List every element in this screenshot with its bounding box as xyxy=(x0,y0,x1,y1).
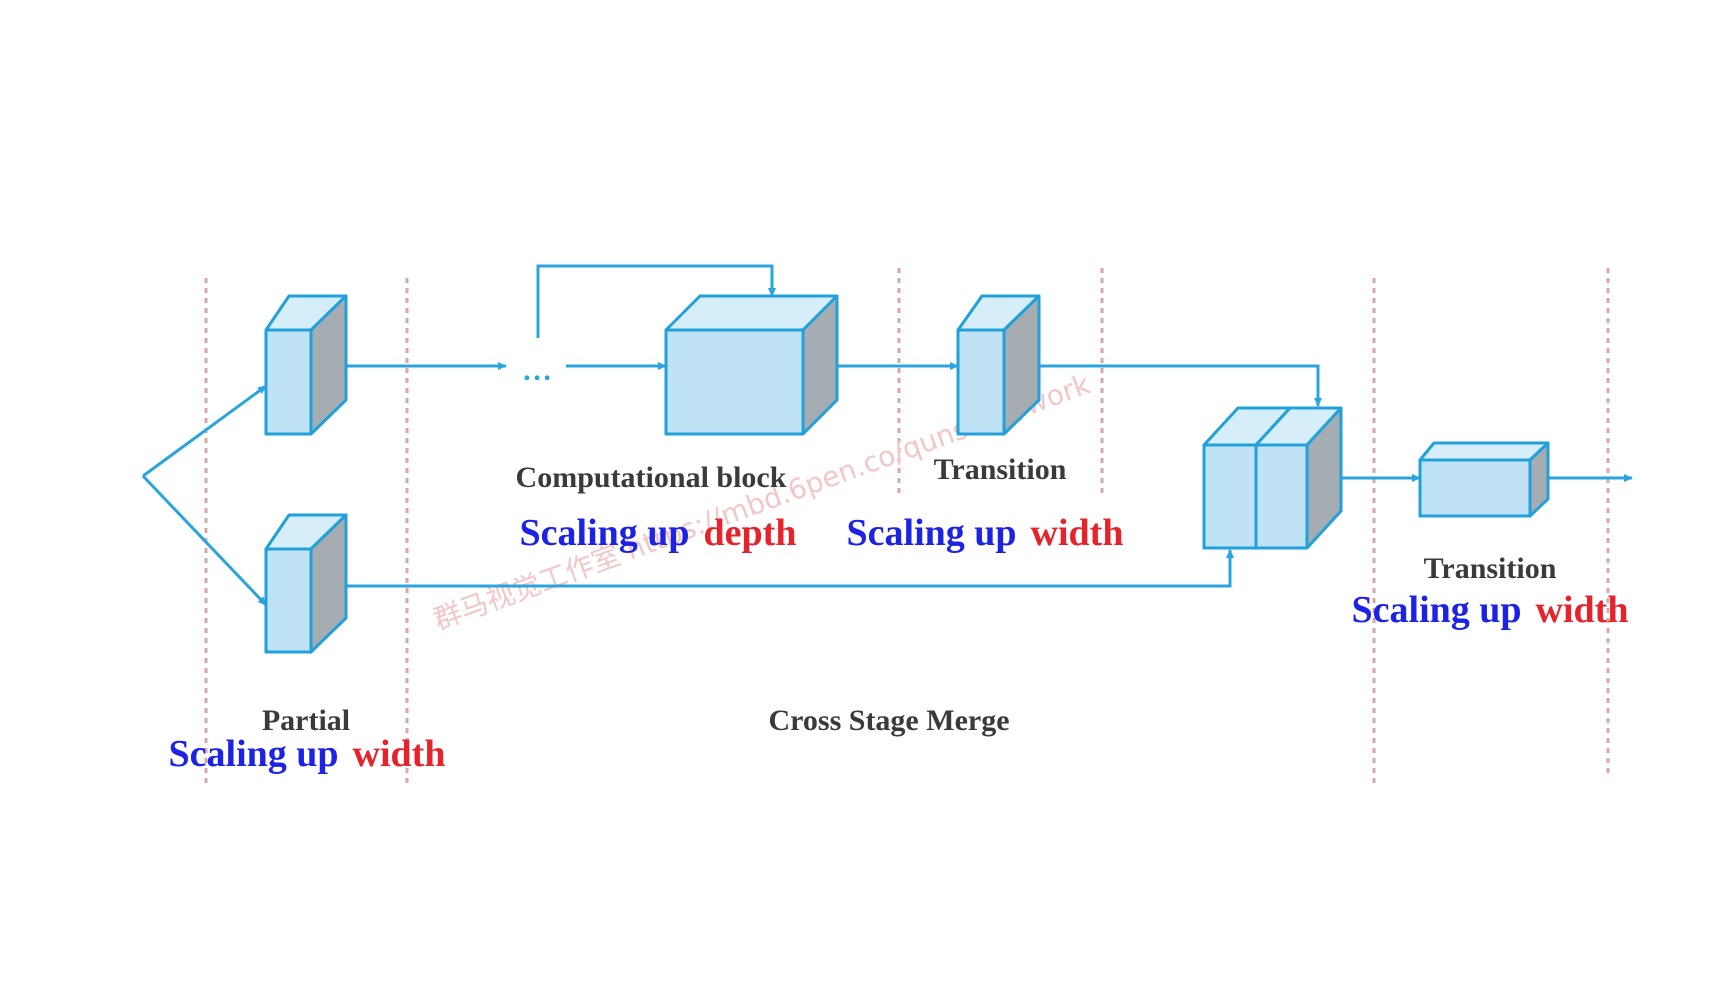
scaling-width-final-caption: Scaling up width xyxy=(1352,589,1629,631)
computational-block-cube xyxy=(664,294,839,436)
split-arrow-top xyxy=(142,384,267,478)
scaling-width-transition-caption: Scaling up width xyxy=(847,512,1124,554)
ellipsis-icon: … xyxy=(522,354,552,387)
scaling-width-transition-prefix: Scaling up xyxy=(847,512,1017,554)
transition-block-2 xyxy=(1418,441,1550,518)
split-arrow-bottom xyxy=(141,474,268,607)
scaling-depth-caption: Scaling up depth xyxy=(520,512,797,554)
scaling-width-final-prefix: Scaling up xyxy=(1352,589,1522,631)
scaling-depth-keyword: depth xyxy=(704,512,797,554)
scaling-width-partial-keyword: width xyxy=(353,733,446,775)
transition-block-1 xyxy=(956,294,1041,436)
partial-label: Partial xyxy=(262,704,350,737)
scaling-width-transition-keyword: width xyxy=(1031,512,1124,554)
arrow-transition-to-merge xyxy=(1020,364,1322,407)
cross-stage-bypass-arrow xyxy=(330,549,1234,588)
transition-label-2: Transition xyxy=(1424,552,1557,585)
scaling-width-final-keyword: width xyxy=(1536,589,1629,631)
cross-stage-merge-label: Cross Stage Merge xyxy=(768,704,1009,737)
merge-block xyxy=(1202,406,1343,550)
blocks xyxy=(264,294,1550,654)
scaling-depth-prefix: Scaling up xyxy=(520,512,690,554)
transition-label-1: Transition xyxy=(934,453,1067,486)
scaling-width-partial-prefix: Scaling up xyxy=(169,733,339,775)
residual-skip-arrow xyxy=(536,264,776,338)
stage-dividers xyxy=(204,268,1610,788)
scaling-width-partial-caption: Scaling up width xyxy=(169,733,446,775)
partial-block-top xyxy=(264,294,348,436)
computational-block-label: Computational block xyxy=(516,461,787,494)
connectors xyxy=(141,264,1633,607)
partial-block-bottom xyxy=(264,513,348,654)
